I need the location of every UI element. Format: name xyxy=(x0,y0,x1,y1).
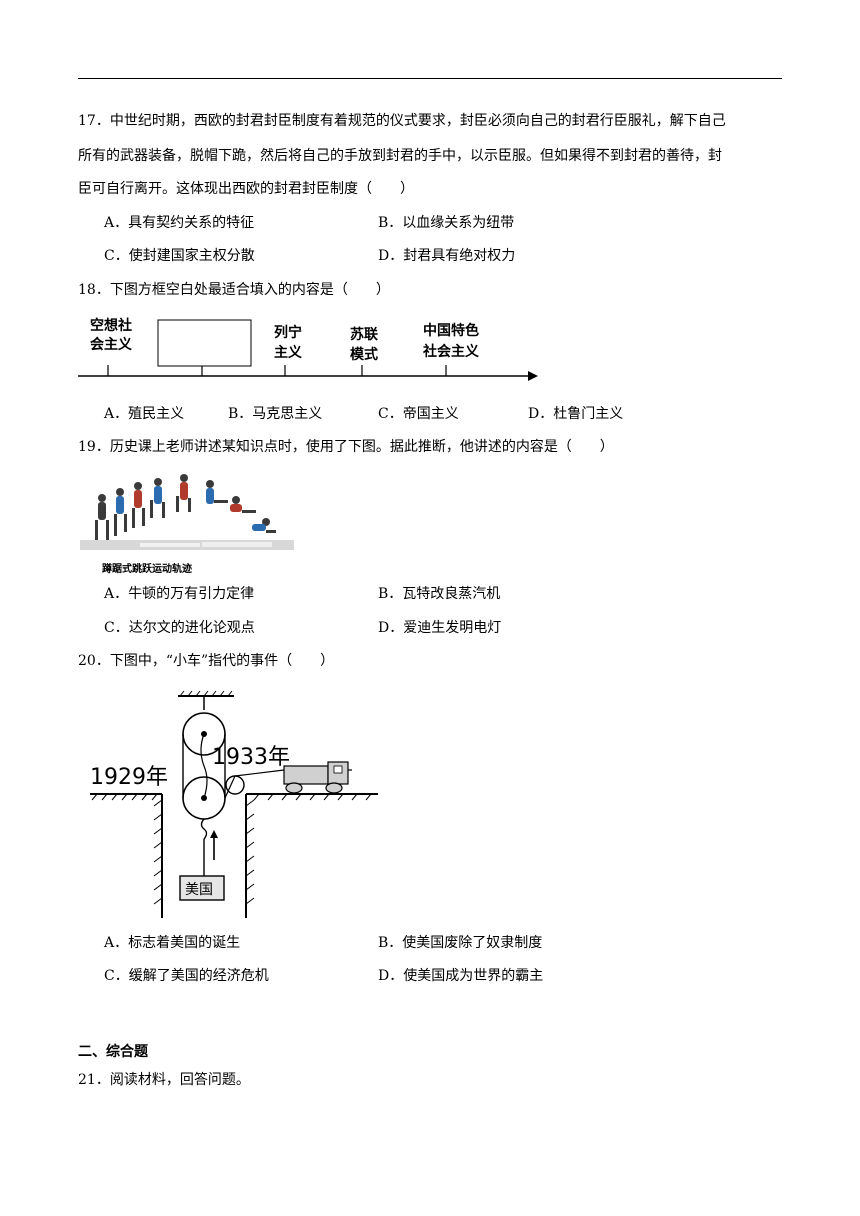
timeline-label-leninism-1: 列宁 xyxy=(274,324,302,341)
usa-box-label: 美国 xyxy=(185,882,213,898)
timeline-label-soviet-2: 模式 xyxy=(350,346,378,363)
q20-pulley-diagram: 美国 1929年 1933年 xyxy=(90,690,378,918)
q17-option-d[interactable]: D．封君具有绝对权力 xyxy=(378,248,516,264)
q17-line-1: 17．中世纪时期，西欧的封君封臣制度有着规范的仪式要求，封臣必须向自己的封君行臣… xyxy=(78,113,726,129)
q19-stem: 19．历史课上老师讲述某知识点时，使用了下图。据此推断，他讲述的内容是（ ） xyxy=(78,439,614,455)
jump-image-caption: 蹲踞式跳跃运动轨迹 xyxy=(102,562,192,575)
year-label-right: 1933年 xyxy=(212,745,290,770)
q20-option-a[interactable]: A．标志着美国的诞生 xyxy=(104,935,241,951)
timeline-label-china-2: 社会主义 xyxy=(422,343,479,360)
q20-stem: 20．下图中，“小车”指代的事件（ ） xyxy=(78,653,335,669)
usa-box xyxy=(179,875,225,901)
timeline-label-soviet-1: 苏联 xyxy=(350,326,379,343)
q17-option-a[interactable]: A．具有契约关系的特征 xyxy=(104,215,255,231)
timeline-label-leninism-2: 主义 xyxy=(274,344,302,361)
q17-line-3: 臣可自行离开。这体现出西欧的封君封臣制度（ ） xyxy=(78,181,414,197)
q18-timeline-diagram: 空想社 会主义 列宁 主义 苏联 模式 中国特色 社会主义 xyxy=(78,317,538,381)
q20-option-d[interactable]: D．使美国成为世界的霸主 xyxy=(378,968,544,984)
q19-option-d[interactable]: D．爱迪生发明电灯 xyxy=(378,620,502,636)
year-label-left: 1929年 xyxy=(90,765,168,790)
q19-option-c[interactable]: C．达尔文的进化论观点 xyxy=(104,620,255,636)
q18-option-c[interactable]: C．帝国主义 xyxy=(378,406,459,422)
q19-option-a[interactable]: A．牛顿的万有引力定律 xyxy=(104,586,255,602)
q18-stem: 18．下图方框空白处最适合填入的内容是（ ） xyxy=(78,282,390,298)
q19-option-b[interactable]: B．瓦特改良蒸汽机 xyxy=(378,586,501,602)
q20-option-b[interactable]: B．使美国废除了奴隶制度 xyxy=(378,935,543,951)
timeline-label-china-1: 中国特色 xyxy=(423,322,479,339)
timeline-blank-box xyxy=(157,319,252,367)
jumper-figures xyxy=(95,474,276,540)
q18-option-b[interactable]: B．马克思主义 xyxy=(228,406,323,422)
q18-option-d[interactable]: D．杜鲁门主义 xyxy=(528,406,624,422)
q17-line-2: 所有的武器装备，脱帽下跪，然后将自己的手放到封君的手中，以示臣服。但如果得不到封… xyxy=(78,148,722,164)
timeline-arrowhead xyxy=(528,371,538,381)
q18-option-a[interactable]: A．殖民主义 xyxy=(104,406,185,422)
timeline-label-utopian-2: 会主义 xyxy=(90,336,132,353)
section-2-title: 二、综合题 xyxy=(78,1044,148,1060)
q17-option-b[interactable]: B．以血缘关系为纽带 xyxy=(378,215,515,231)
q17-option-c[interactable]: C．使封建国家主权分散 xyxy=(104,248,255,264)
q20-option-c[interactable]: C．缓解了美国的经济危机 xyxy=(104,968,269,984)
timeline-label-utopian-1: 空想社 xyxy=(90,317,132,334)
truck-icon xyxy=(283,761,352,794)
q19-jump-trajectory-image: 蹲踞式跳跃运动轨迹 xyxy=(80,474,294,575)
header-rule xyxy=(78,78,782,79)
q21-stem: 21．阅读材料，回答问题。 xyxy=(78,1072,250,1088)
